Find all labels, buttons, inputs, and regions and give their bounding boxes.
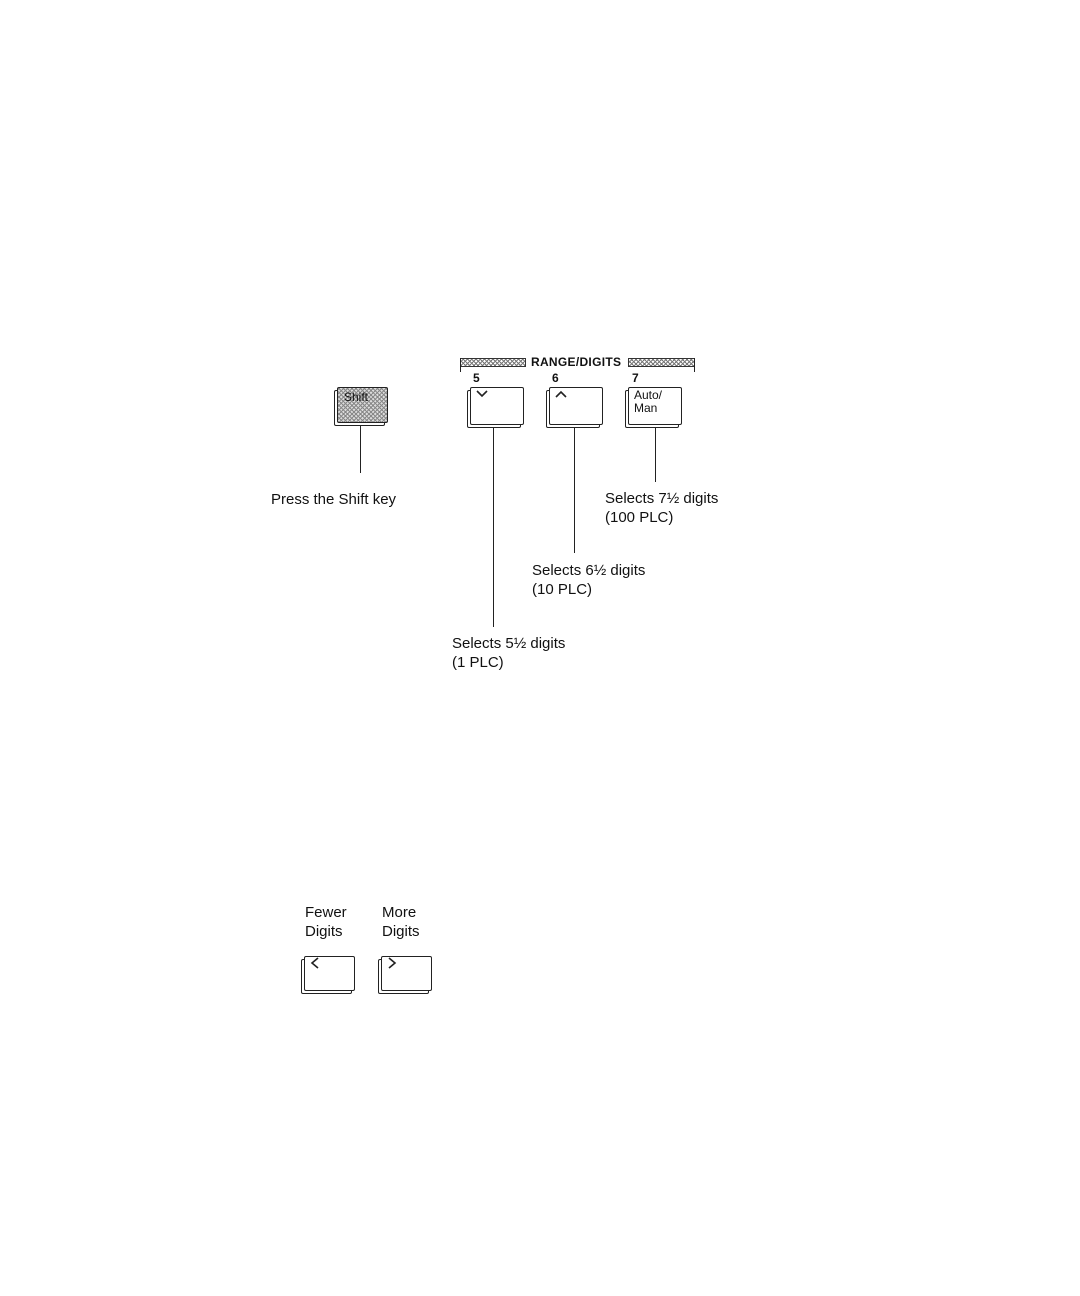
shift-key[interactable]: Shift: [337, 387, 388, 423]
range-bracket-left: [460, 358, 526, 367]
more-digits-label: More Digits: [382, 903, 420, 941]
key-number-6: 6: [552, 371, 559, 385]
more-digits-key[interactable]: [381, 956, 432, 991]
k6-caption: Selects 6½ digits (10 PLC): [532, 561, 645, 599]
key-number-5: 5: [473, 371, 480, 385]
fewer-digits-line1: Fewer: [305, 903, 347, 922]
range-digits-label: RANGE/DIGITS: [531, 355, 621, 369]
bracket-right-tick: [694, 358, 695, 372]
shift-key-label: Shift: [344, 389, 368, 405]
k7-caption: Selects 7½ digits (100 PLC): [605, 489, 718, 527]
chevron-up-icon: [555, 388, 567, 404]
k7-leader-line: [655, 428, 656, 482]
chevron-right-icon: [387, 957, 397, 974]
more-digits-line1: More: [382, 903, 420, 922]
chevron-down-icon: [476, 388, 488, 404]
auto-man-key[interactable]: Auto/Man: [628, 387, 682, 425]
range-down-key[interactable]: [470, 387, 524, 425]
shift-caption: Press the Shift key: [271, 490, 396, 509]
range-bracket-right: [628, 358, 695, 367]
auto-man-key-label: Auto/Man: [634, 389, 662, 415]
more-digits-line2: Digits: [382, 922, 420, 941]
range-up-key[interactable]: [549, 387, 603, 425]
chevron-left-icon: [310, 957, 320, 974]
bracket-left-tick: [460, 358, 461, 372]
fewer-digits-key[interactable]: [304, 956, 355, 991]
k7-caption-line2: (100 PLC): [605, 508, 718, 527]
k6-caption-line2: (10 PLC): [532, 580, 645, 599]
k6-caption-line1: Selects 6½ digits: [532, 561, 645, 580]
fewer-digits-line2: Digits: [305, 922, 347, 941]
fewer-digits-label: Fewer Digits: [305, 903, 347, 941]
k6-leader-line: [574, 428, 575, 553]
k5-caption: Selects 5½ digits (1 PLC): [452, 634, 565, 672]
k5-leader-line: [493, 428, 494, 627]
key-number-7: 7: [632, 371, 639, 385]
k7-caption-line1: Selects 7½ digits: [605, 489, 718, 508]
k5-caption-line2: (1 PLC): [452, 653, 565, 672]
shift-leader-line: [360, 425, 361, 473]
k5-caption-line1: Selects 5½ digits: [452, 634, 565, 653]
